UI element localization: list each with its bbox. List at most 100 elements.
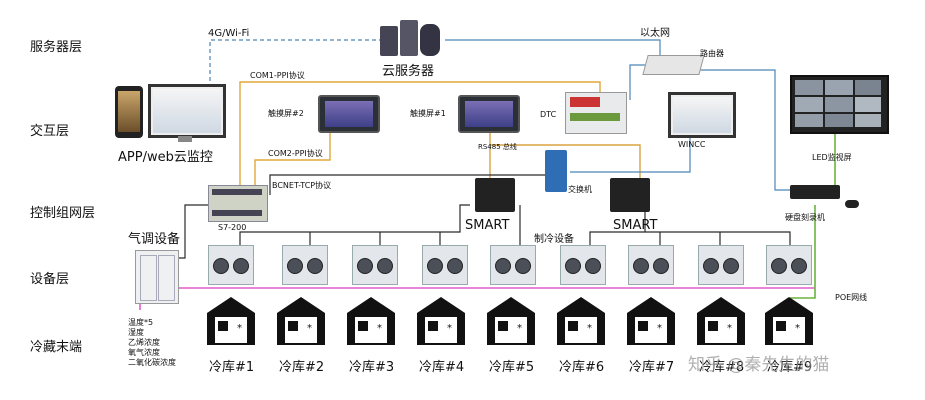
router-icon xyxy=(642,55,705,75)
cold-room-label: 冷库#3 xyxy=(349,360,395,375)
ethernet-link xyxy=(445,39,661,55)
nvr-device-icon xyxy=(790,185,840,199)
s7-200-label: S7-200 xyxy=(218,223,247,232)
cold-room-shape: * xyxy=(765,297,813,345)
cold-room-label: 冷库#4 xyxy=(419,360,465,375)
cloud-server-icon xyxy=(380,18,442,58)
cold-room-label: 冷库#7 xyxy=(629,360,675,375)
sensor-item: 二氧化碳浓度 xyxy=(128,358,176,367)
sensor-item: 乙烯浓度 xyxy=(128,338,160,347)
smart-right-label: SMART xyxy=(613,218,658,233)
wincc-label: WINCC xyxy=(678,140,706,149)
led-screen-label: LED监视屏 xyxy=(812,153,852,162)
smart-plc-right-icon xyxy=(610,178,650,212)
svg-text:*: * xyxy=(587,323,592,334)
sensor-list: 温度*5 湿度 乙烯浓度 氧气浓度 二氧化碳浓度 xyxy=(128,318,176,368)
wifi-label: 4G/Wi-Fi xyxy=(208,28,250,39)
bcnet-label: BCNET-TCP协议 xyxy=(272,181,332,190)
refrig-unit-icon xyxy=(560,245,606,285)
web-monitor-icon xyxy=(148,84,226,138)
smart-left-label: SMART xyxy=(465,218,510,233)
svg-text:*: * xyxy=(447,323,452,334)
cold-room-icon: * xyxy=(415,295,467,351)
cold-room-icon: * xyxy=(205,295,257,351)
touch-screen-1-icon xyxy=(458,95,520,133)
smartphone-icon xyxy=(115,86,143,138)
svg-text:*: * xyxy=(307,323,312,334)
network-switch-icon xyxy=(545,150,567,192)
com2-link xyxy=(254,128,331,185)
cold-room-shape: * xyxy=(277,297,325,345)
router-label: 路由器 xyxy=(700,49,724,58)
sensor-item: 湿度 xyxy=(128,328,144,337)
nvr-label: 硬盘刻录机 xyxy=(785,213,825,222)
dtc-label: DTC xyxy=(540,110,557,119)
poe-link xyxy=(790,205,816,299)
sensor-item: 氧气浓度 xyxy=(128,348,160,357)
refrig-unit-icon xyxy=(766,245,812,285)
refrig-unit-icon xyxy=(282,245,328,285)
layer-label-device: 设备层 xyxy=(30,272,70,287)
refrig-unit-icon xyxy=(352,245,398,285)
rs485-link xyxy=(489,125,641,180)
led-monitor-icon xyxy=(790,75,889,134)
dtc-device-icon xyxy=(565,92,627,134)
svg-text:*: * xyxy=(795,323,800,334)
smart-plc-left-icon xyxy=(475,178,515,212)
rs485-label: RS485 总线 xyxy=(478,143,517,151)
refrig-device-label: 制冷设备 xyxy=(534,234,574,245)
com1-label: COM1-PPI协议 xyxy=(250,71,305,80)
layer-label-control-network: 控制组网层 xyxy=(30,206,96,221)
router-dtc-link xyxy=(629,64,645,100)
touch-screen-1-label: 触摸屏#1 xyxy=(410,109,446,118)
layer-label-cold-storage-end: 冷藏末端 xyxy=(30,340,83,355)
cold-room-icon: * xyxy=(485,295,537,351)
touch-screen-2-icon xyxy=(318,95,380,133)
s7-200-plc-icon xyxy=(208,185,268,222)
poe-label: POE网线 xyxy=(835,293,868,302)
touch-screen-2-label: 触摸屏#2 xyxy=(268,109,304,118)
svg-text:*: * xyxy=(237,323,242,334)
svg-text:*: * xyxy=(657,323,662,334)
router-nvr-link xyxy=(700,69,790,191)
cold-room-shape: * xyxy=(487,297,535,345)
cold-room-label: 冷库#5 xyxy=(489,360,535,375)
app-web-label: APP/web云监控 xyxy=(118,150,213,165)
sensor-item: 温度*5 xyxy=(128,318,154,327)
com2-label: COM2-PPI协议 xyxy=(268,149,323,158)
refrig-unit-icon xyxy=(628,245,674,285)
svg-text:*: * xyxy=(517,323,522,334)
svg-text:*: * xyxy=(727,323,732,334)
watermark: 知乎 @秦先生的猫 xyxy=(688,355,830,375)
switch-label: 交换机 xyxy=(568,185,592,194)
ethernet-label: 以太网 xyxy=(640,28,670,39)
refrig-unit-icon xyxy=(208,245,254,285)
cold-room-label: 冷库#2 xyxy=(279,360,325,375)
mouse-icon xyxy=(845,200,859,208)
cold-room-icon: * xyxy=(625,295,677,351)
monitor-stand xyxy=(178,136,192,142)
cold-room-shape: * xyxy=(627,297,675,345)
refrig-unit-icon xyxy=(422,245,468,285)
com1-link xyxy=(239,81,601,185)
cold-room-icon: * xyxy=(345,295,397,351)
cold-room-icon: * xyxy=(695,295,747,351)
cold-room-icon: * xyxy=(555,295,607,351)
switch-wincc-link xyxy=(570,135,691,173)
cloud-server-label: 云服务器 xyxy=(382,64,435,79)
cold-room-icon: * xyxy=(275,295,327,351)
wifi-link xyxy=(209,39,380,95)
aircon-cabinet-icon xyxy=(135,250,179,304)
cold-room-shape: * xyxy=(207,297,255,345)
aircon-device-label: 气调设备 xyxy=(128,232,181,247)
refrig-unit-icon xyxy=(490,245,536,285)
layer-label-server: 服务器层 xyxy=(30,40,83,55)
cold-room-shape: * xyxy=(347,297,395,345)
cold-room-shape: * xyxy=(697,297,745,345)
cold-room-label: 冷库#8 xyxy=(699,360,745,375)
cold-room-label: 冷库#6 xyxy=(559,360,605,375)
cold-room-icon: * xyxy=(763,295,815,351)
cold-room-shape: * xyxy=(557,297,605,345)
wincc-monitor-icon xyxy=(668,92,736,138)
